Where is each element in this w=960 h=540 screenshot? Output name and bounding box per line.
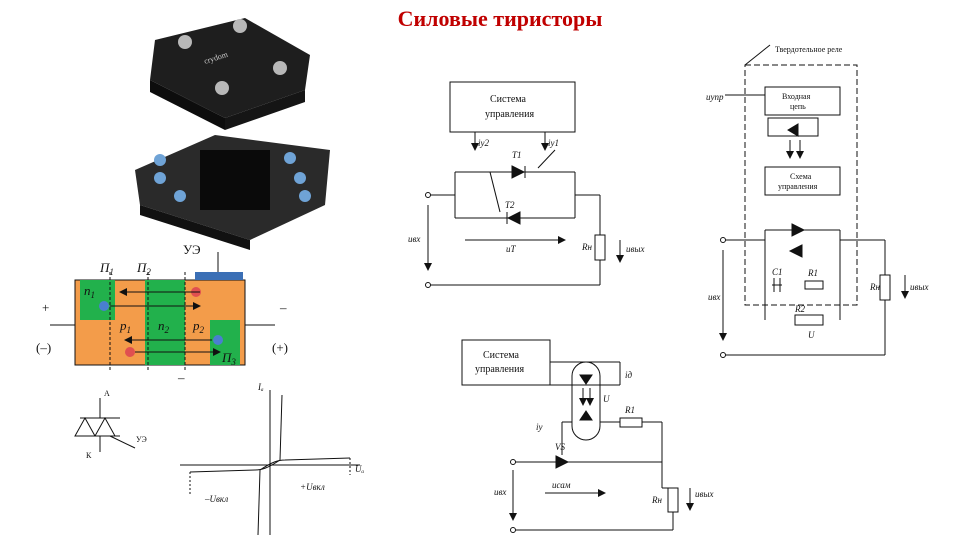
c1-uout: uвых	[626, 244, 645, 254]
relay-r2: R2	[794, 304, 805, 314]
c1-rn: Rн	[581, 242, 592, 252]
minus-sign: –	[279, 300, 287, 315]
vac-u-neg: –Uвкл	[204, 494, 228, 504]
module-photo-top: crydom	[150, 18, 310, 130]
relay-rn: Rн	[869, 282, 880, 292]
junction-label-1: П1	[99, 260, 114, 277]
relay-uout: uвых	[910, 282, 929, 292]
c3-u: U	[603, 394, 610, 404]
c1-t2: T2	[505, 200, 515, 210]
relay-u: U	[808, 330, 815, 340]
symbol-gate-label: УЭ	[136, 435, 147, 444]
vac-u-pos: +Uвкл	[300, 482, 325, 492]
layer-label-n1: n1	[84, 283, 95, 300]
c1-uin: uвх	[408, 234, 420, 244]
c1-iy2: iу2	[478, 138, 489, 148]
junction-label-2: П2	[136, 260, 151, 277]
relay-input-2: цепь	[790, 102, 806, 111]
left-sign: (–)	[36, 340, 51, 355]
c3-r1: R1	[624, 405, 635, 415]
junction-label-3: П3	[221, 350, 236, 367]
right-sign: (+)	[272, 340, 288, 355]
relay-uin: uвх	[708, 292, 720, 302]
c1-control-system-1: Система	[490, 94, 527, 105]
c3-uout: uвых	[695, 489, 714, 499]
c3-id: iд	[625, 370, 633, 380]
layer-label-p2: p2	[192, 318, 205, 335]
layer-label-n2: n2	[158, 318, 170, 335]
triac-structure	[50, 252, 275, 370]
c1-control-system-2: управления	[485, 109, 535, 120]
c3-vs: VS	[555, 442, 565, 452]
module-photo-bottom	[135, 135, 330, 250]
circuit-1	[424, 81, 624, 288]
page-title: Силовые тиристоры	[397, 6, 603, 31]
c1-t1: T1	[512, 150, 522, 160]
relay-r1: R1	[807, 268, 818, 278]
relay-scheme-1: Схема	[790, 172, 812, 181]
vac-chart	[180, 390, 360, 536]
layer-label-p1: p1	[119, 318, 131, 335]
c3-control-system-1: Система	[483, 350, 520, 361]
c3-uin: uвх	[494, 487, 506, 497]
relay-c1: C1	[772, 267, 783, 277]
gate-minus: –	[177, 370, 185, 385]
relay-header: Твердотельное реле	[775, 45, 843, 54]
c3-usw: uсам	[552, 480, 571, 490]
c1-ut: uT	[506, 244, 517, 254]
anode-label: А	[104, 389, 110, 398]
relay-input-1: Входная	[782, 92, 811, 101]
cathode-label: К	[86, 451, 92, 460]
plus-sign: +	[42, 300, 49, 315]
circuit-3	[461, 339, 694, 533]
relay-uupr: uупр	[706, 92, 724, 102]
c3-iy: iу	[536, 422, 543, 432]
triac-symbol	[74, 398, 136, 452]
c1-iy1: iу1	[548, 138, 559, 148]
vac-u-axis: Uₐ	[355, 464, 364, 474]
c3-rn: Rн	[651, 495, 662, 505]
solid-state-relay	[719, 44, 909, 358]
gate-label: УЭ	[183, 242, 201, 257]
relay-scheme-2: управления	[778, 182, 818, 191]
c3-control-system-2: управления	[475, 364, 525, 375]
vac-i-axis: Iₐ	[257, 382, 264, 392]
